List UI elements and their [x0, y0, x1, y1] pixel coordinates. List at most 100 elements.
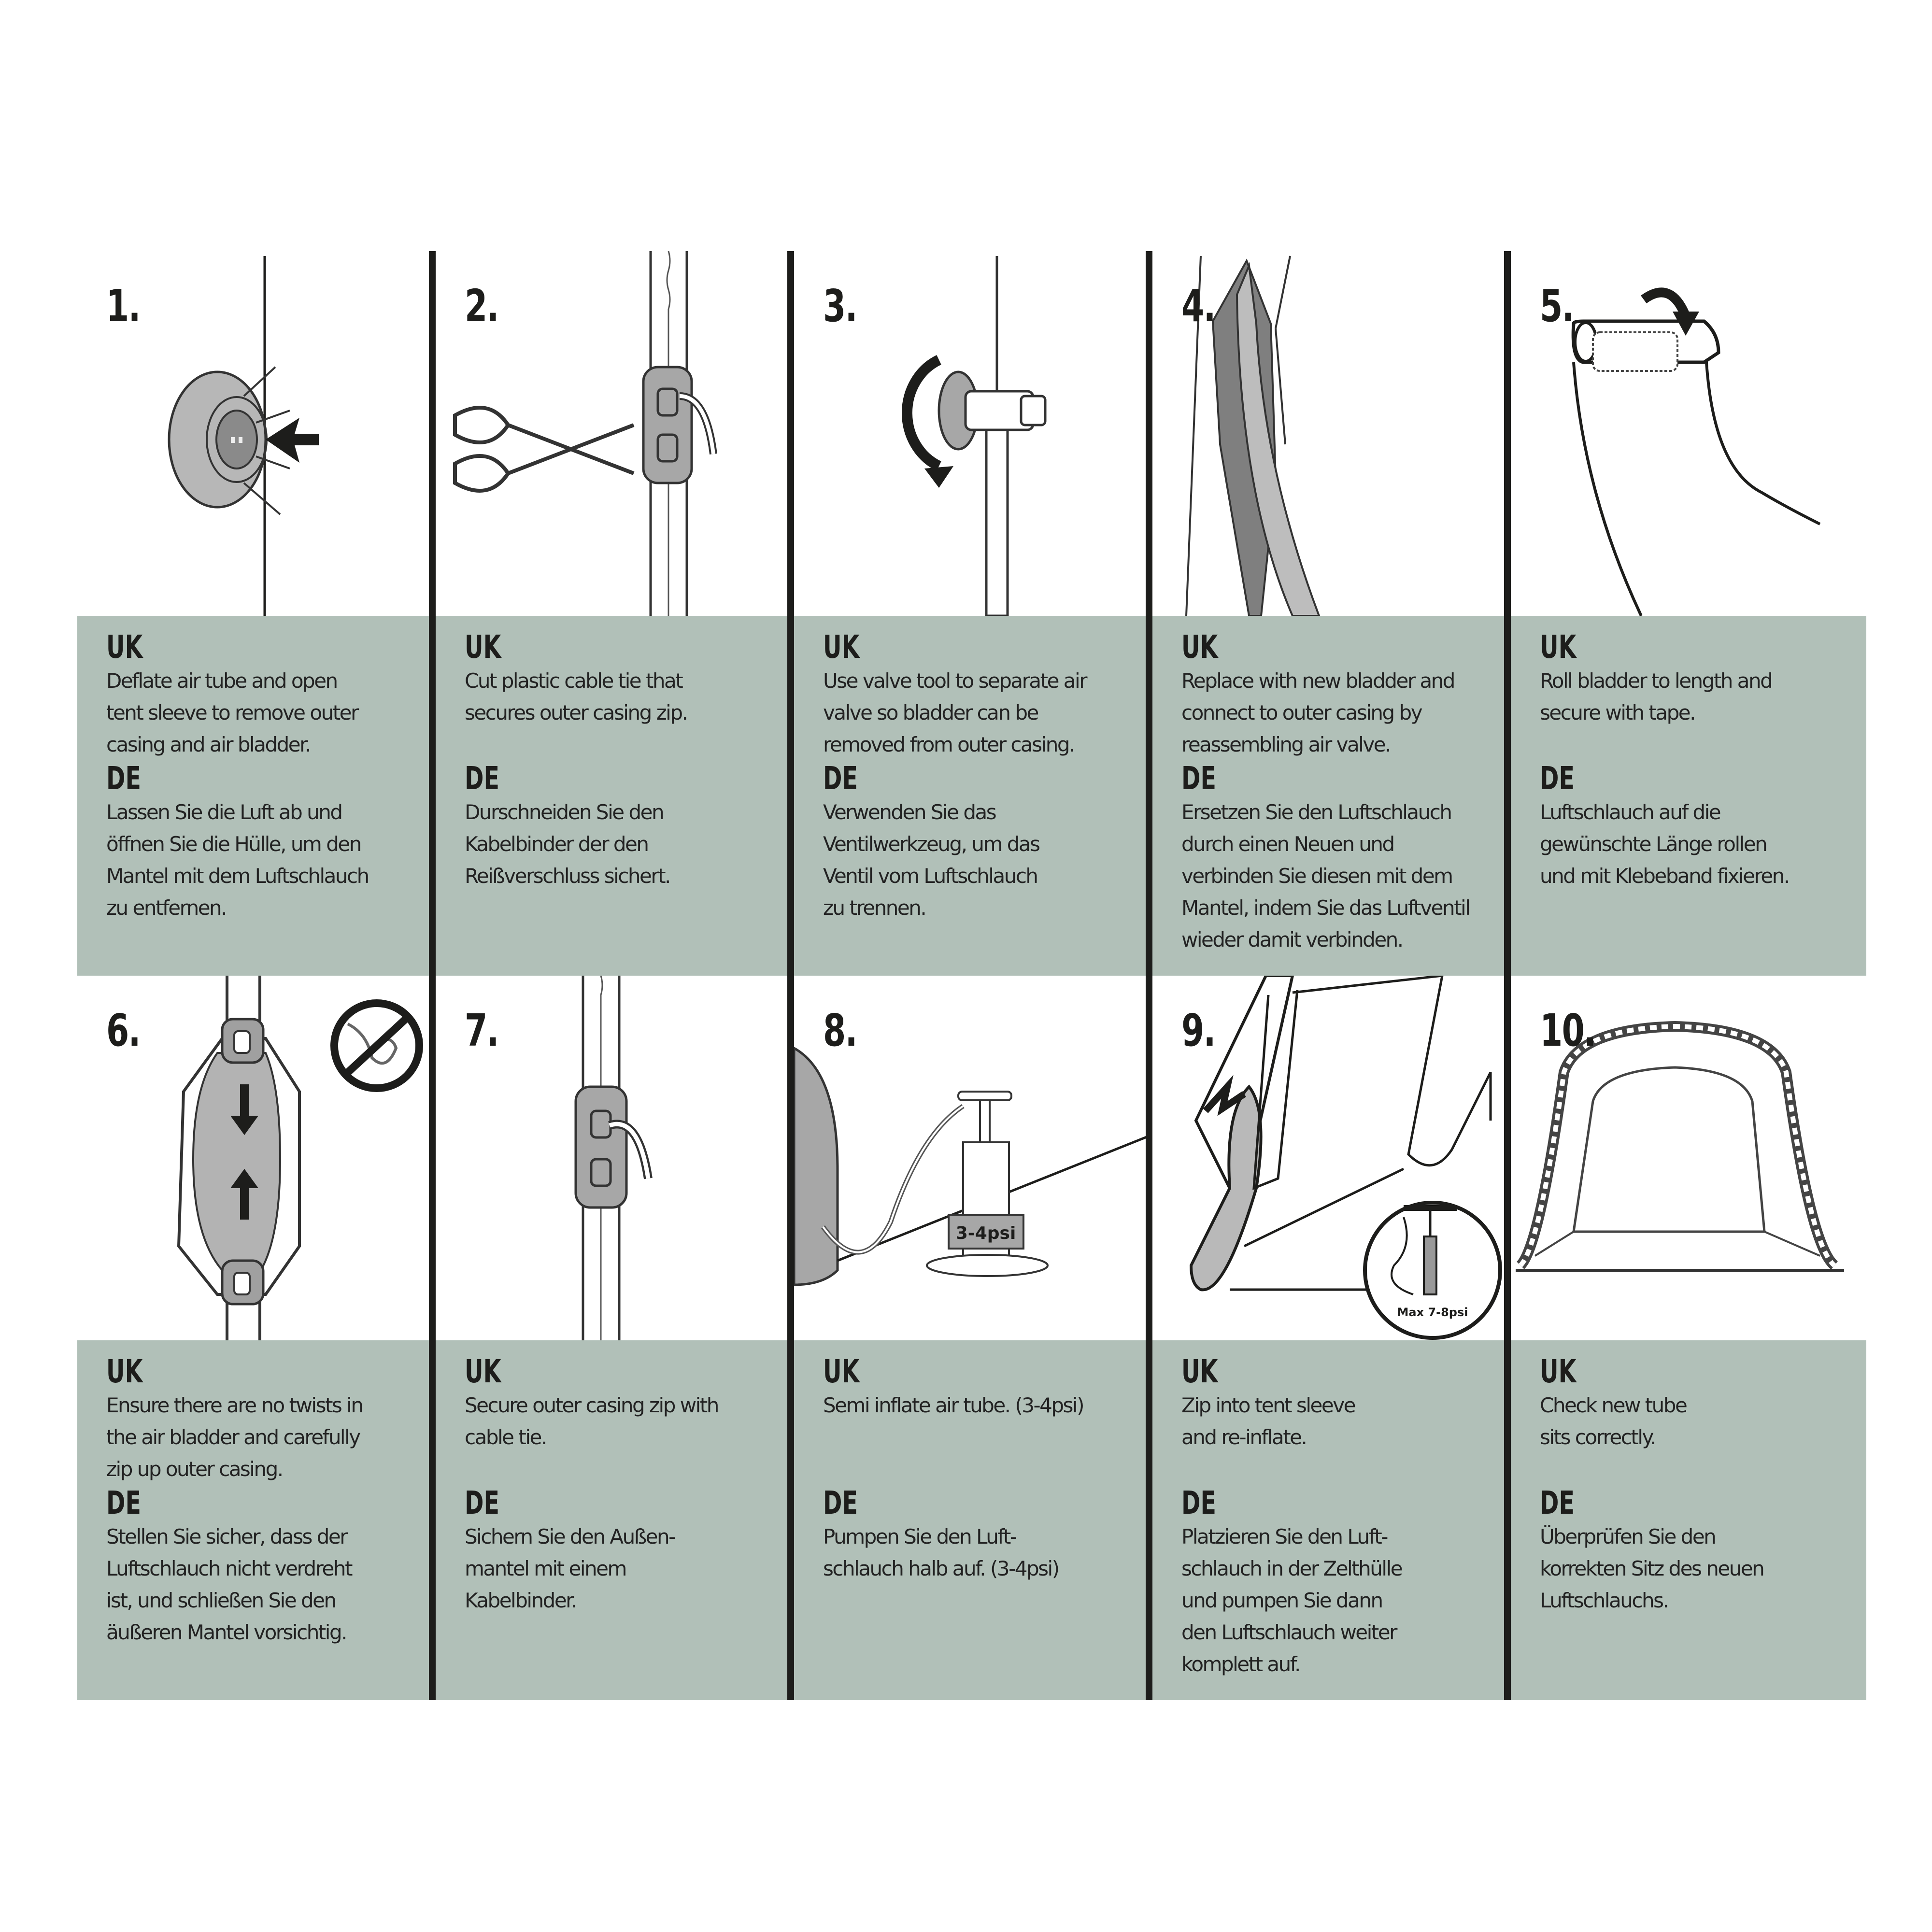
column-divider: [1146, 976, 1152, 1700]
lang-label-de: DE: [823, 1484, 858, 1521]
column-divider: [787, 251, 794, 976]
step-5-illustration: 5.: [1511, 251, 1866, 616]
lang-label-uk: UK: [465, 1353, 501, 1390]
step-number: 10.: [1540, 1005, 1596, 1056]
step-number: 8.: [823, 1005, 857, 1056]
cable-tie-secure-icon: [574, 976, 653, 1340]
instruction-uk: Cut plastic cable tie that secures outer…: [465, 669, 688, 724]
step-3-illustration: 3.: [794, 251, 1150, 616]
step-4-text-panel: UK Replace with new bladder and connect …: [1152, 616, 1508, 976]
lang-label-uk: UK: [823, 1353, 860, 1390]
instruction-de: Lassen Sie die Luft ab und öffnen Sie di…: [106, 800, 369, 920]
scissors-cable-tie-icon: [453, 251, 717, 616]
step-2: 2. UK Cut plastic cable tie tha: [436, 251, 791, 976]
step-9-text-panel: UK Zip into tent sleeve and re-inflate. …: [1152, 1340, 1508, 1700]
step-number: 6.: [106, 1005, 141, 1056]
instruction-uk: Roll bladder to length and secure with t…: [1540, 669, 1773, 724]
step-number: 5.: [1540, 280, 1574, 332]
lang-label-uk: UK: [823, 628, 860, 666]
column-divider: [787, 976, 794, 1700]
steps-row-2: 6. UK Ens: [77, 976, 1866, 1700]
instruction-de: Luftschlauch auf die gewünschte Länge ro…: [1540, 800, 1790, 888]
step-7-text-panel: UK Secure outer casing zip with cable ti…: [436, 1340, 791, 1700]
step-8: 8. 3-4psi UK Semi inflate air tube. (3-4…: [794, 976, 1150, 1700]
step-2-text-panel: UK Cut plastic cable tie that secures ou…: [436, 616, 791, 976]
hand-pump-icon: 3-4psi: [794, 1047, 1150, 1286]
step-9: 9. Max 7-8psi UK: [1152, 976, 1508, 1700]
step-10-text-panel: UK Check new tube sits correctly. DE Übe…: [1511, 1340, 1866, 1700]
instruction-uk: Deflate air tube and open tent sleeve to…: [106, 669, 359, 756]
step-5: 5. UK Roll bladder to length and secure …: [1511, 251, 1866, 976]
instruction-de: Durschneiden Sie den Kabelbinder der den…: [465, 800, 671, 888]
instruction-sheet: 1. UK Deflate air tube and open tent sle…: [77, 251, 1866, 1705]
step-8-illustration: 8. 3-4psi: [794, 976, 1150, 1340]
step-7: 7. UK Secure outer casing zip with cable…: [436, 976, 791, 1700]
step-10: 10. UK Check new tube sits correctly. DE…: [1511, 976, 1866, 1700]
step-4-illustration: 4.: [1152, 251, 1508, 616]
instruction-uk: Use valve tool to separate air valve so …: [823, 669, 1087, 756]
step-10-illustration: 10.: [1511, 976, 1866, 1340]
instruction-de: Pumpen Sie den Luft- schlauch halb auf. …: [823, 1525, 1060, 1580]
lang-label-de: DE: [1540, 1484, 1575, 1521]
step-8-text-panel: UK Semi inflate air tube. (3-4psi) DE Pu…: [794, 1340, 1150, 1700]
roll-and-tape-icon: [1571, 287, 1821, 616]
step-6-text-panel: UK Ensure there are no twists in the air…: [77, 1340, 433, 1700]
step-3-text-panel: UK Use valve tool to separate air valve …: [794, 616, 1150, 976]
instruction-de: Überprüfen Sie den korrekten Sitz des ne…: [1540, 1525, 1765, 1612]
step-7-illustration: 7.: [436, 976, 791, 1340]
new-bladder-icon: [1185, 256, 1321, 616]
instruction-uk: Semi inflate air tube. (3-4psi): [823, 1393, 1084, 1417]
valve-tool-rotate-icon: [902, 256, 1047, 616]
pump-pressure-label: 3-4psi: [956, 1223, 1016, 1243]
lang-label-uk: UK: [1540, 628, 1577, 666]
lang-label-de: DE: [823, 760, 858, 797]
step-number: 9.: [1181, 1005, 1216, 1056]
step-4: 4. UK Replace with new bladder and conne…: [1152, 251, 1508, 976]
step-number: 3.: [823, 280, 857, 332]
instruction-uk: Zip into tent sleeve and re-inflate.: [1181, 1393, 1356, 1449]
lang-label-uk: UK: [1181, 1353, 1218, 1390]
step-2-illustration: 2.: [436, 251, 791, 616]
step-5-text-panel: UK Roll bladder to length and secure wit…: [1511, 616, 1866, 976]
instruction-de: Ersetzen Sie den Luftschlauch durch eine…: [1181, 800, 1471, 952]
step-number: 4.: [1181, 280, 1216, 332]
no-twists-icon: [177, 976, 423, 1340]
zip-into-sleeve-icon: Max 7-8psi: [1189, 976, 1502, 1340]
step-1-illustration: 1.: [77, 251, 433, 616]
instruction-de: Platzieren Sie den Luft- schlauch in der…: [1181, 1525, 1403, 1676]
step-number: 7.: [465, 1005, 499, 1056]
lang-label-uk: UK: [1181, 628, 1218, 666]
step-6-illustration: 6.: [77, 976, 433, 1340]
step-number: 2.: [465, 280, 499, 332]
lang-label-de: DE: [465, 760, 499, 797]
lang-label-uk: UK: [1540, 1353, 1577, 1390]
lang-label-uk: UK: [106, 1353, 143, 1390]
lang-label-uk: UK: [465, 628, 501, 666]
column-divider: [429, 251, 436, 976]
lang-label-de: DE: [1181, 1484, 1216, 1521]
step-6: 6. UK Ens: [77, 976, 433, 1700]
column-divider: [429, 976, 436, 1700]
step-9-illustration: 9. Max 7-8psi: [1152, 976, 1508, 1340]
step-3: 3. UK Use valve tool to separate air val…: [794, 251, 1150, 976]
column-divider: [1504, 251, 1511, 976]
instruction-uk: Ensure there are no twists in the air bl…: [106, 1393, 364, 1481]
lang-label-de: DE: [106, 760, 141, 797]
instruction-uk: Secure outer casing zip with cable tie.: [465, 1393, 719, 1449]
column-divider: [1146, 251, 1152, 976]
pump-max-pressure-label: Max 7-8psi: [1397, 1306, 1468, 1319]
column-divider: [1504, 976, 1511, 1700]
step-1: 1. UK Deflate air tube and open tent sle…: [77, 251, 433, 976]
steps-row-1: 1. UK Deflate air tube and open tent sle…: [77, 251, 1866, 976]
instruction-de: Verwenden Sie das Ventilwerkzeug, um das…: [823, 800, 1040, 920]
step-number: 1.: [106, 280, 141, 332]
instruction-uk: Replace with new bladder and connect to …: [1181, 669, 1455, 756]
lang-label-de: DE: [1181, 760, 1216, 797]
lang-label-de: DE: [465, 1484, 499, 1521]
lang-label-de: DE: [1540, 760, 1575, 797]
lang-label-uk: UK: [106, 628, 143, 666]
instruction-de: Sichern Sie den Außen- mantel mit einem …: [465, 1525, 676, 1612]
valve-deflate-icon: [168, 256, 319, 616]
step-1-text-panel: UK Deflate air tube and open tent sleeve…: [77, 616, 433, 976]
lang-label-de: DE: [106, 1484, 141, 1521]
